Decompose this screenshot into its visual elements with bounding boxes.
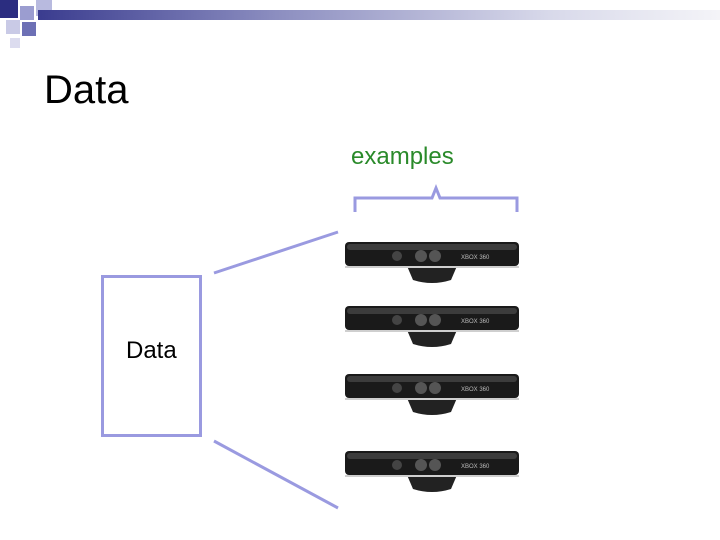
data-box-label: Data [126, 337, 177, 364]
kinect-icon: XBOX 360 [345, 306, 519, 347]
examples-brace [353, 183, 519, 212]
svg-text:XBOX 360: XBOX 360 [461, 255, 490, 261]
connector-line-top [213, 230, 339, 275]
kinect-sensor-image: XBOX 360 [341, 368, 523, 428]
title-bar [38, 10, 720, 20]
kinect-sensor-image: XBOX 360 [341, 445, 523, 505]
corner-square [22, 22, 36, 36]
kinect-sensor-image: XBOX 360 [341, 236, 523, 296]
examples-label: examples [351, 143, 454, 170]
svg-text:XBOX 360: XBOX 360 [461, 319, 490, 325]
kinect-icon: XBOX 360 [345, 374, 519, 415]
kinect-icon: XBOX 360 [345, 451, 519, 492]
slide-title: Data [44, 68, 129, 112]
connector-line-bottom [213, 439, 339, 510]
corner-square [10, 38, 20, 48]
svg-text:XBOX 360: XBOX 360 [461, 464, 490, 470]
data-box: Data [101, 275, 202, 437]
svg-text:XBOX 360: XBOX 360 [461, 387, 490, 393]
corner-square [0, 0, 18, 18]
kinect-sensor-image: XBOX 360 [341, 300, 523, 360]
corner-square [6, 20, 20, 34]
corner-square [20, 6, 34, 20]
kinect-icon: XBOX 360 [345, 242, 519, 283]
